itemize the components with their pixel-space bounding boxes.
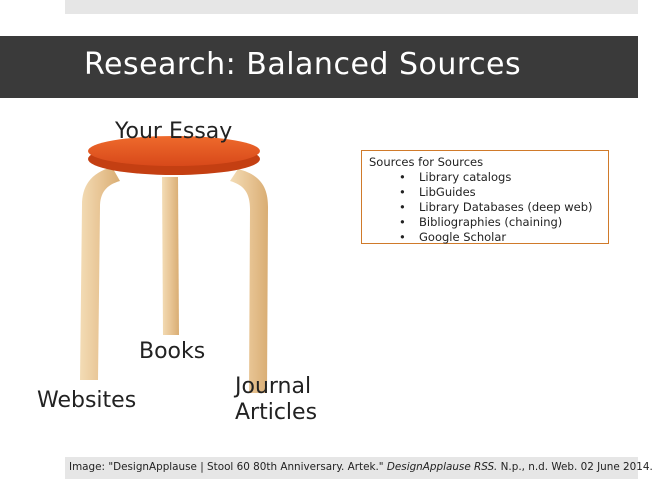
sources-list: •Library catalogs •LibGuides •Library Da… (369, 170, 602, 245)
slide-title: Research: Balanced Sources (84, 47, 522, 82)
books-label: Books (139, 339, 206, 364)
list-item: •LibGuides (399, 185, 476, 199)
stool-left-leg (80, 167, 120, 380)
bullet-icon: • (399, 170, 406, 184)
list-item: •Library Databases (deep web) (399, 200, 593, 214)
bullet-icon: • (399, 215, 406, 229)
list-item: •Google Scholar (399, 230, 507, 244)
title-bar (0, 36, 638, 98)
top-decor-strip (65, 0, 638, 14)
stool-right-leg (230, 169, 268, 393)
list-item: •Library catalogs (399, 170, 512, 184)
stool-image (80, 136, 268, 393)
journal-line: Journal (235, 374, 312, 399)
list-item: •Bibliographies (chaining) (399, 215, 563, 229)
credit-suffix: N.p., n.d. Web. 02 June 2014. (497, 461, 653, 473)
stool-seat-top (88, 136, 260, 166)
bullet-icon: • (399, 200, 406, 214)
image-credit: Image: "DesignApplause | Stool 60 80th A… (65, 457, 653, 479)
stool-back-leg (162, 177, 179, 335)
sources-box: Sources for Sources •Library catalogs •L… (361, 150, 609, 244)
sources-heading: Sources for Sources (369, 155, 484, 169)
journal-articles-label: Journal Articles (235, 374, 317, 426)
bullet-icon: • (399, 185, 406, 199)
articles-line: Articles (235, 400, 318, 425)
credit-source: DesignApplause RSS. (386, 461, 498, 473)
credit-prefix: Image: "DesignApplause | Stool 60 80th A… (69, 461, 387, 473)
bullet-icon: • (399, 230, 406, 244)
seat-label: Your Essay (115, 119, 233, 144)
websites-label: Websites (37, 388, 137, 413)
